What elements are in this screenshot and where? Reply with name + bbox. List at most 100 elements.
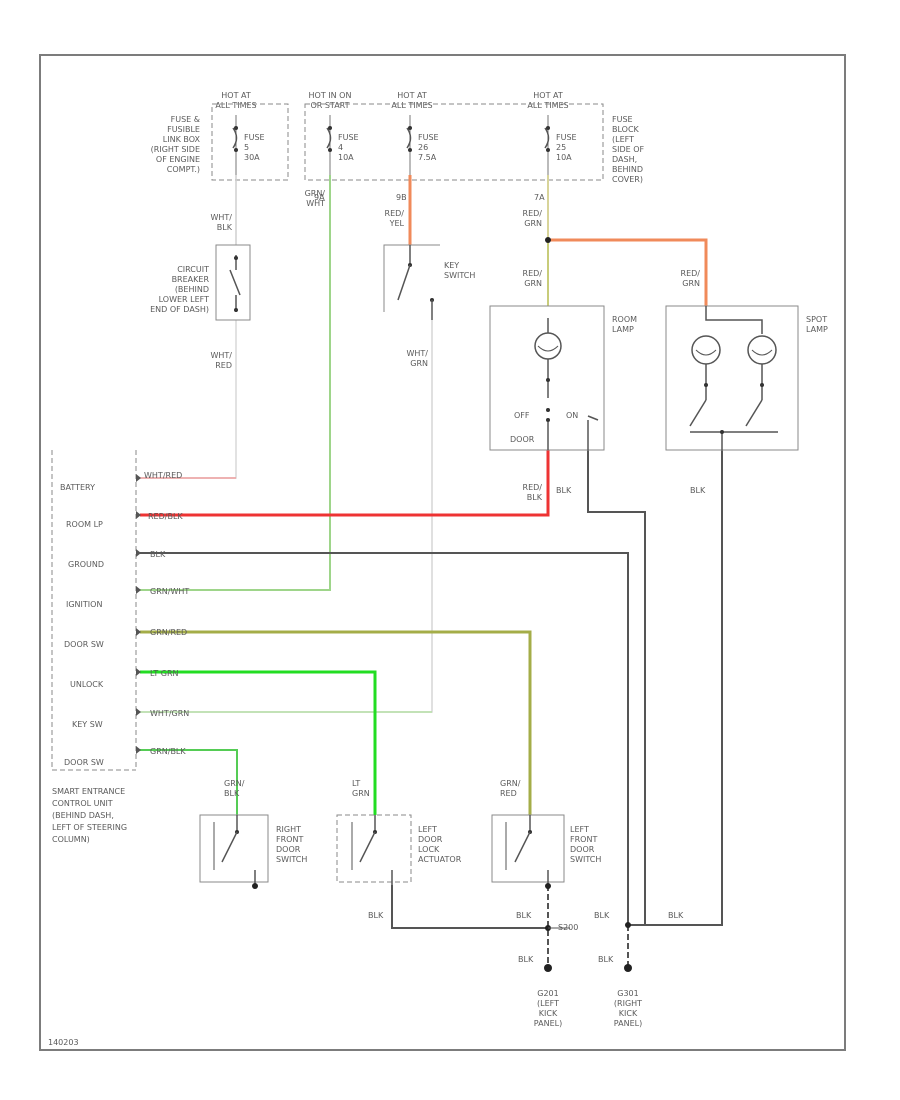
svg-text:CIRCUIT: CIRCUIT xyxy=(177,265,209,274)
svg-text:DOOR SW: DOOR SW xyxy=(64,640,104,649)
key-switch xyxy=(383,244,440,320)
svg-text:LAMP: LAMP xyxy=(612,325,634,334)
svg-text:COVER): COVER) xyxy=(612,175,643,184)
svg-text:RED/: RED/ xyxy=(523,209,543,218)
svg-text:(RIGHT: (RIGHT xyxy=(614,999,642,1008)
wire-lt-grn xyxy=(140,670,377,815)
wire-red-blk xyxy=(140,450,550,517)
svg-text:BATTERY: BATTERY xyxy=(60,483,95,492)
label-blk-room: BLK xyxy=(556,486,572,495)
label-splice-s200: S200 xyxy=(558,923,578,932)
svg-text:ALL TIMES: ALL TIMES xyxy=(215,101,256,110)
svg-text:GRN: GRN xyxy=(682,279,700,288)
svg-text:WHT/: WHT/ xyxy=(210,351,232,360)
svg-text:SIDE OF: SIDE OF xyxy=(612,145,644,154)
label-lt-grn: LT GRN xyxy=(352,779,370,798)
wire-blk-actuator xyxy=(391,885,548,929)
wire-red-grn-spot xyxy=(548,238,708,306)
svg-text:DOOR: DOOR xyxy=(570,845,595,854)
svg-text:SMART ENTRANCE: SMART ENTRANCE xyxy=(52,787,125,796)
svg-text:DOOR: DOOR xyxy=(418,835,443,844)
wire-blk-room xyxy=(587,450,646,925)
svg-text:GRN/RED: GRN/RED xyxy=(150,628,187,637)
svg-text:KEY: KEY xyxy=(444,261,459,270)
svg-text:ALL TIMES: ALL TIMES xyxy=(527,101,568,110)
svg-text:GRN/WHT: GRN/WHT xyxy=(150,587,189,596)
fuse-1: FUSE 5 30A xyxy=(232,115,265,175)
label-grn-blk: GRN/ BLK xyxy=(224,779,245,798)
key-switch-label: KEY SWITCH xyxy=(444,261,475,280)
svg-text:LOWER LEFT: LOWER LEFT xyxy=(159,295,210,304)
svg-text:DOOR SW: DOOR SW xyxy=(64,758,104,767)
svg-text:RED/: RED/ xyxy=(385,209,405,218)
svg-text:FRONT: FRONT xyxy=(276,835,303,844)
cu-pin-key-sw: KEY SW WHT/GRN xyxy=(72,709,189,729)
control-unit-box xyxy=(51,450,137,771)
svg-text:FUSE &: FUSE & xyxy=(171,115,200,124)
hot-label-3: HOT AT ALL TIMES xyxy=(391,91,432,110)
svg-text:25: 25 xyxy=(556,143,566,152)
svg-text:7.5A: 7.5A xyxy=(418,153,437,162)
fusible-link-box xyxy=(211,103,289,181)
right-front-door-switch xyxy=(199,814,269,889)
svg-text:GRN/: GRN/ xyxy=(305,189,326,198)
svg-text:LEFT OF STEERING: LEFT OF STEERING xyxy=(52,823,127,832)
svg-text:IGNITION: IGNITION xyxy=(66,600,102,609)
pin-9b-label: 9B xyxy=(396,193,407,202)
spot-lamp xyxy=(665,305,799,451)
svg-text:GRN: GRN xyxy=(352,789,370,798)
spot-lamp-label: SPOT LAMP xyxy=(806,315,828,334)
ground-g301-label: G301 (RIGHT KICK PANEL) xyxy=(614,989,642,1028)
label-blk-5: BLK xyxy=(518,955,534,964)
svg-text:KICK: KICK xyxy=(619,1009,638,1018)
svg-text:END OF DASH): END OF DASH) xyxy=(150,305,209,314)
fuse-4: FUSE 25 10A xyxy=(544,115,577,175)
svg-text:RED: RED xyxy=(500,789,517,798)
svg-text:HOT AT: HOT AT xyxy=(221,91,251,100)
svg-text:CONTROL UNIT: CONTROL UNIT xyxy=(52,799,113,808)
label-wht-grn: WHT/ GRN xyxy=(406,349,428,368)
wire-blk-spot xyxy=(628,450,723,926)
svg-text:DASH,: DASH, xyxy=(612,155,637,164)
svg-text:GRN: GRN xyxy=(524,279,542,288)
svg-text:SPOT: SPOT xyxy=(806,315,827,324)
pin-9a-label: 9A xyxy=(314,193,325,202)
svg-text:RED/BLK: RED/BLK xyxy=(148,512,183,521)
svg-text:WHT/: WHT/ xyxy=(406,349,428,358)
svg-text:LINK BOX: LINK BOX xyxy=(163,135,201,144)
hot-label-1: HOT AT ALL TIMES xyxy=(215,91,256,110)
left-front-door-switch xyxy=(491,814,565,889)
label-red-yel: RED/ YEL xyxy=(385,209,405,228)
svg-text:FUSE: FUSE xyxy=(418,133,439,142)
svg-text:BLK: BLK xyxy=(527,493,543,502)
svg-text:RED/: RED/ xyxy=(523,483,543,492)
room-lamp-label: ROOM LAMP xyxy=(612,315,637,334)
svg-text:FUSE: FUSE xyxy=(338,133,359,142)
svg-text:PANEL): PANEL) xyxy=(614,1019,642,1028)
label-grn-red: GRN/ RED xyxy=(500,779,521,798)
svg-text:4: 4 xyxy=(338,143,343,152)
svg-text:RED/: RED/ xyxy=(523,269,543,278)
svg-text:HOT AT: HOT AT xyxy=(533,91,563,100)
ground-g201-symbol xyxy=(544,964,552,972)
circuit-breaker xyxy=(215,244,251,321)
svg-text:LT: LT xyxy=(352,779,360,788)
svg-text:SWITCH: SWITCH xyxy=(444,271,475,280)
svg-text:YEL: YEL xyxy=(389,219,405,228)
svg-text:FRONT: FRONT xyxy=(570,835,597,844)
svg-text:FUSIBLE: FUSIBLE xyxy=(167,125,200,134)
wire-grn-blk xyxy=(140,749,238,815)
svg-text:OF ENGINE: OF ENGINE xyxy=(156,155,200,164)
svg-text:HOT IN ON: HOT IN ON xyxy=(309,91,352,100)
svg-text:RIGHT: RIGHT xyxy=(276,825,301,834)
room-lamp-off: OFF xyxy=(514,411,530,420)
splice-dot-top xyxy=(545,237,551,243)
circuit-breaker-label: CIRCUIT BREAKER (BEHIND LOWER LEFT END O… xyxy=(150,265,209,314)
svg-text:COLUMN): COLUMN) xyxy=(52,835,90,844)
svg-text:G201: G201 xyxy=(537,989,558,998)
label-blk-4: BLK xyxy=(668,911,684,920)
room-lamp xyxy=(489,305,605,451)
label-blk-spot: BLK xyxy=(690,486,706,495)
svg-text:30A: 30A xyxy=(244,153,260,162)
